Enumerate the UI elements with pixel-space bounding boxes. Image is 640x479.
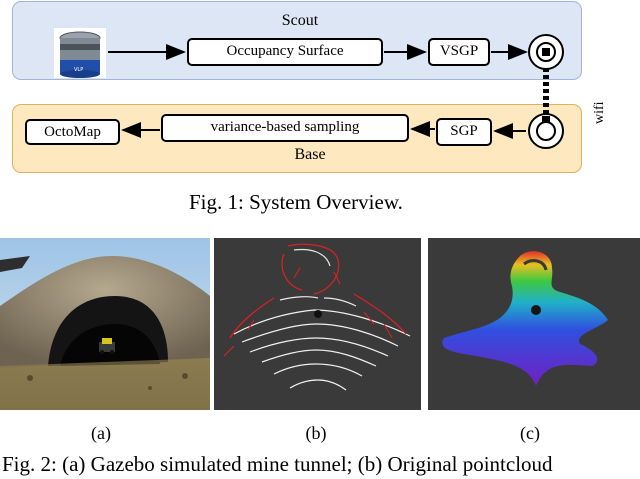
scout-title: Scout: [281, 12, 319, 29]
lidar-sensor-icon: VLP: [54, 28, 106, 78]
original-pointcloud-image: [214, 238, 421, 410]
sublabel-c: (c): [520, 423, 540, 443]
vsgp-box: VSGP: [428, 38, 490, 66]
figure1-caption: Fig. 1: System Overview.: [189, 190, 403, 214]
colored-pointcloud-image: [428, 238, 640, 410]
base-title: Base: [294, 146, 326, 163]
variance-sampling-box: variance-based sampling: [161, 114, 409, 142]
figure2-caption: Fig. 2: (a) Gazebo simulated mine tunnel…: [2, 452, 553, 476]
sgp-box: SGP: [436, 118, 492, 146]
svg-text:VLP: VLP: [74, 67, 83, 73]
robot-icon: [99, 338, 115, 354]
sublabel-a: (a): [91, 423, 111, 443]
gazebo-tunnel-image: [0, 238, 210, 410]
base-radio-icon: [528, 113, 564, 149]
scout-radio-icon: [528, 34, 564, 70]
occupancy-surface-box: Occupancy Surface: [187, 38, 383, 66]
wifi-label: wifi: [592, 101, 607, 124]
sublabel-b: (b): [305, 423, 327, 443]
figure1-connectors: [108, 34, 564, 149]
octomap-box: OctoMap: [25, 119, 120, 145]
